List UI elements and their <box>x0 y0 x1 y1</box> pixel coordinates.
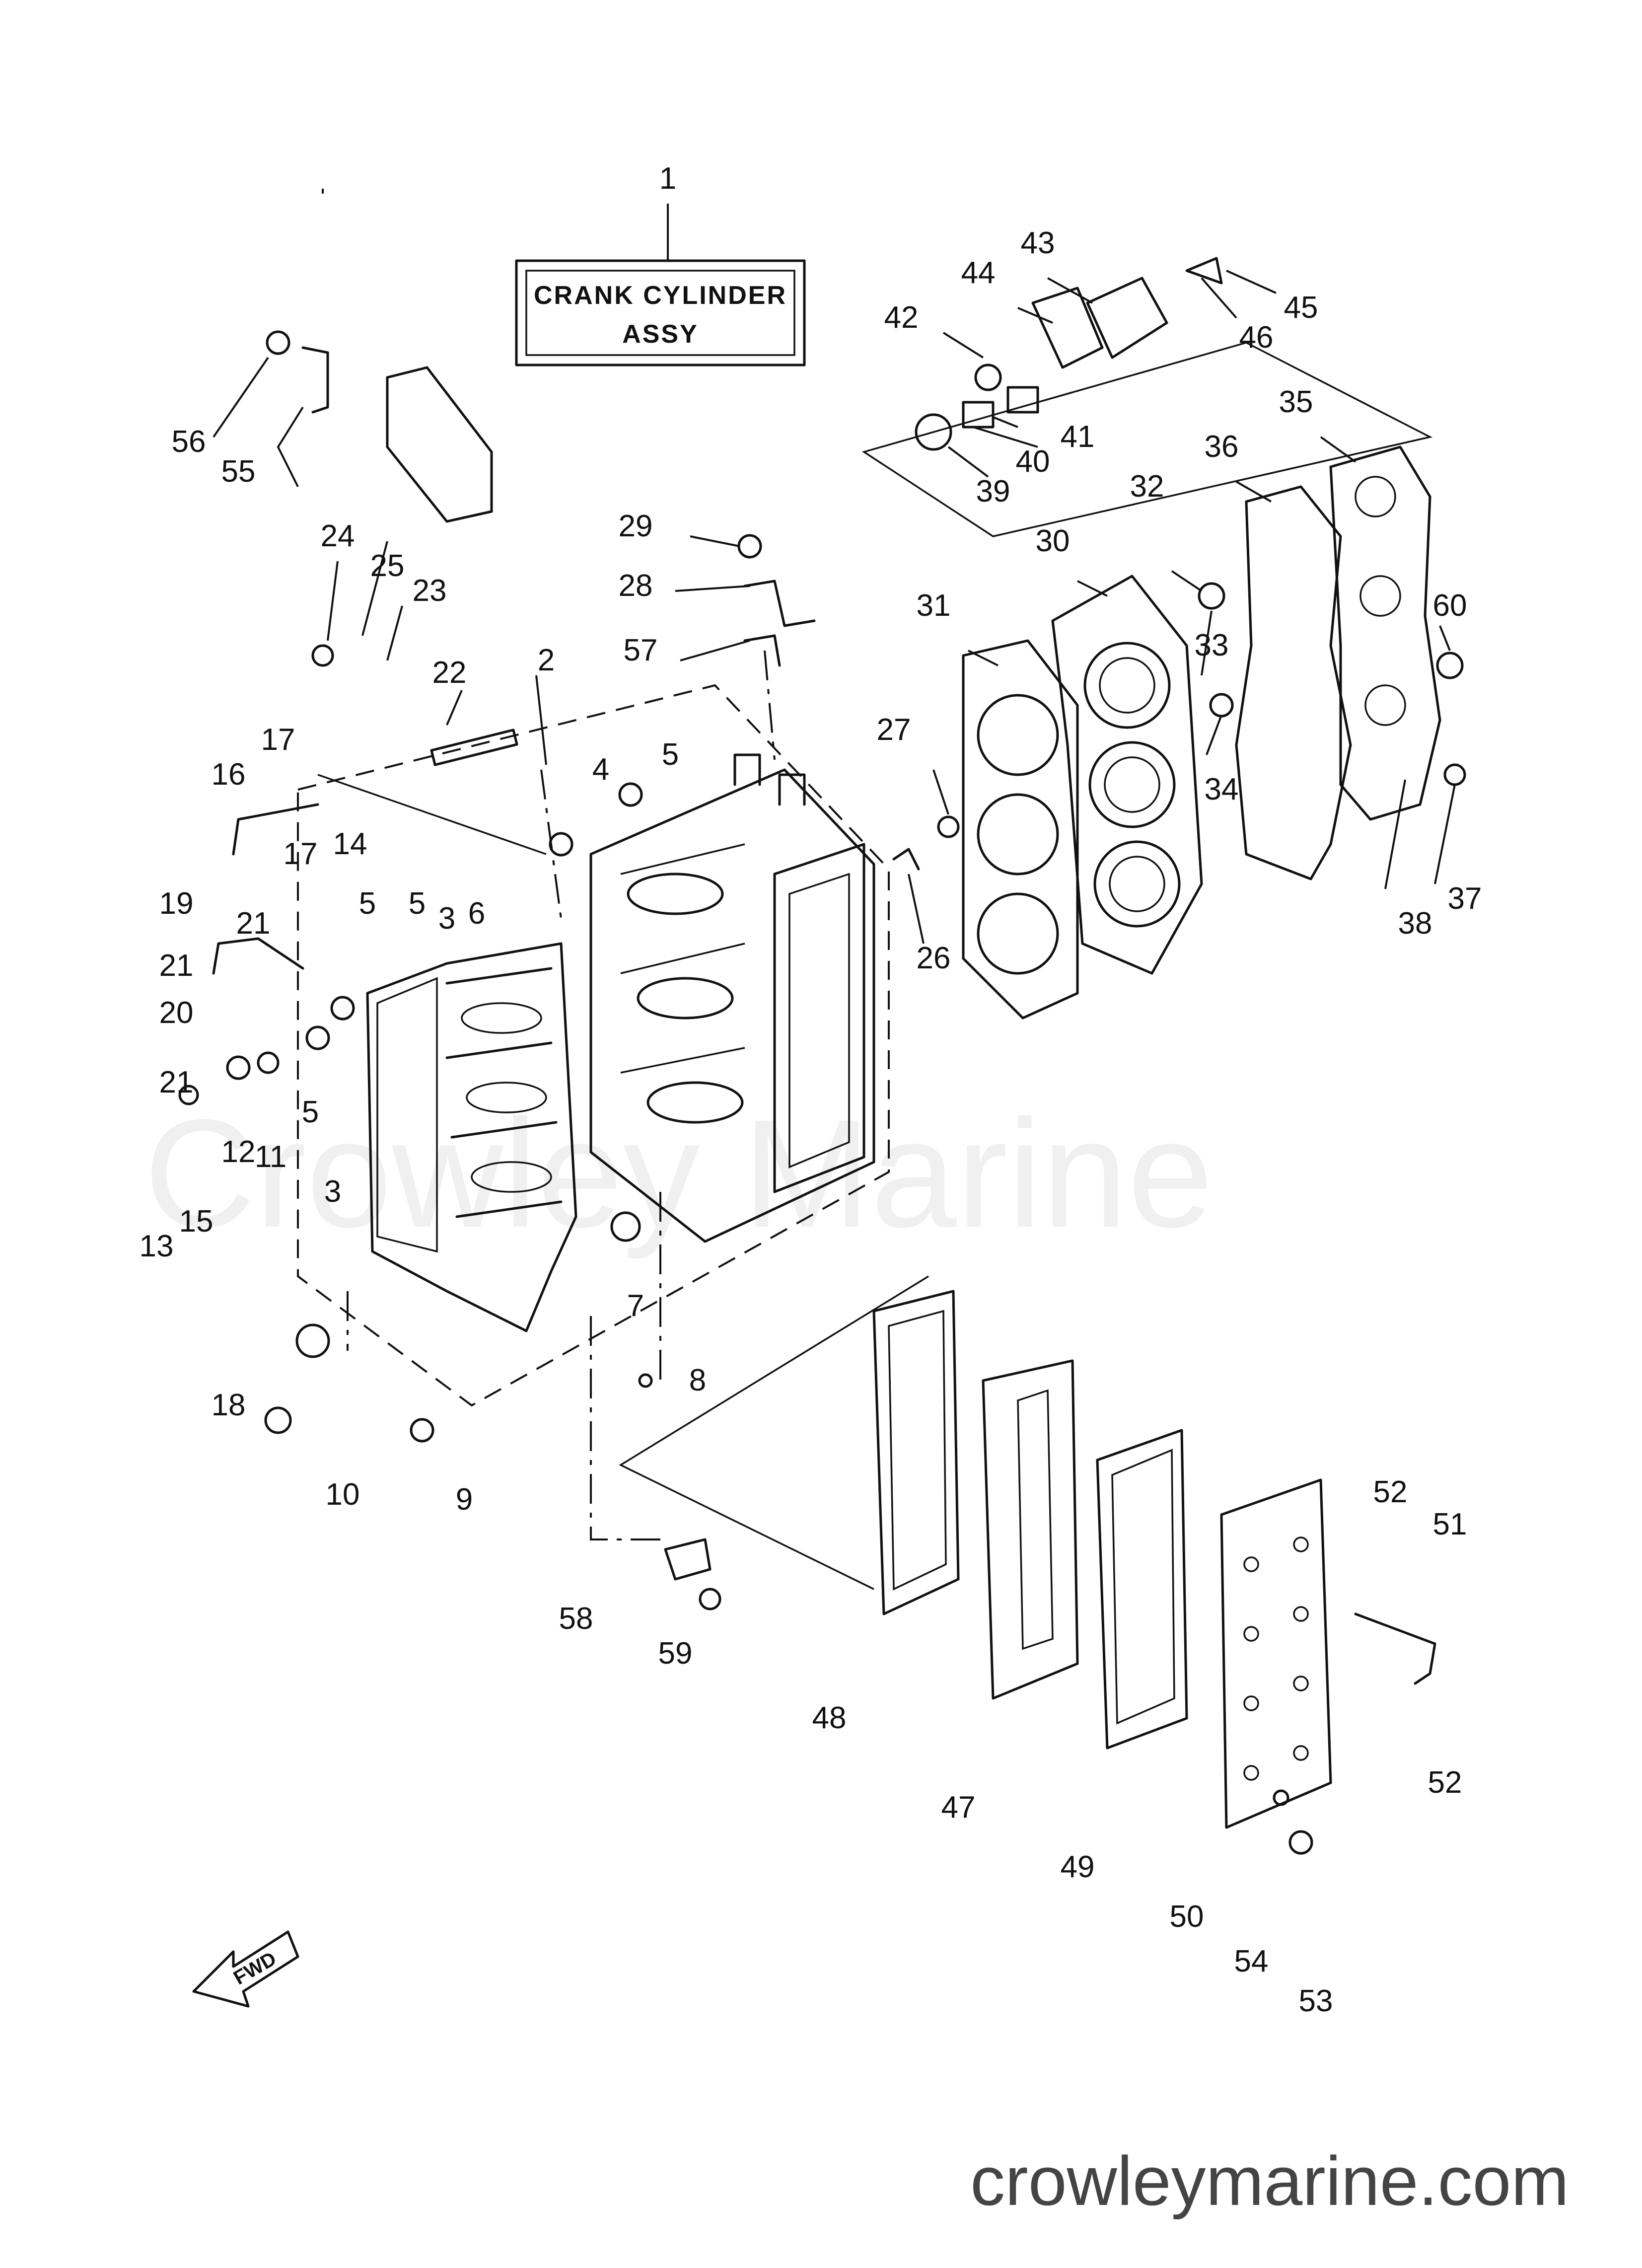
callout-11: 11 <box>255 1140 286 1174</box>
callout-17b: 17 <box>284 837 318 871</box>
callout-52a: 52 <box>1373 1475 1408 1509</box>
callout-43: 43 <box>1021 226 1055 260</box>
callout-48: 48 <box>812 1701 847 1735</box>
callout-16: 16 <box>212 757 246 792</box>
callout-32: 32 <box>1130 469 1164 504</box>
callout-22: 22 <box>432 656 467 690</box>
callout-44: 44 <box>961 256 996 290</box>
callout-12: 12 <box>221 1135 256 1169</box>
callout-54: 54 <box>1234 1944 1269 1978</box>
mounting-bracket <box>266 330 493 523</box>
callout-38: 38 <box>1398 906 1432 941</box>
callout-59: 59 <box>658 1636 693 1671</box>
assembly-label-box: CRANK CYLINDER ASSY <box>515 204 806 366</box>
cylinder-head <box>1051 575 1203 975</box>
callout-10: 10 <box>326 1477 360 1512</box>
callout-58: 58 <box>559 1602 593 1636</box>
callout-36: 36 <box>1205 430 1239 464</box>
callout-60: 60 <box>1433 588 1467 623</box>
hose-left-lower <box>212 937 304 975</box>
callout-49: 49 <box>1061 1850 1095 1884</box>
callout-45: 45 <box>1284 291 1318 325</box>
callout-3a: 3 <box>438 901 455 936</box>
callout-17a: 17 <box>261 723 295 757</box>
callout-4: 4 <box>592 752 609 787</box>
callout-21b: 21 <box>159 949 194 983</box>
callout-19: 19 <box>159 886 194 921</box>
assembly-title-line1: CRANK CYLINDER <box>534 281 787 310</box>
callout-56: 56 <box>172 425 206 459</box>
thermostat-group <box>861 257 1433 537</box>
callout-24: 24 <box>321 519 355 553</box>
callout-29: 29 <box>619 509 653 543</box>
crankcase <box>366 942 577 1332</box>
callout-37: 37 <box>1448 881 1482 916</box>
cylinder-head-cover <box>1329 445 1441 821</box>
hose-left-upper <box>232 803 319 856</box>
callout-39: 39 <box>976 474 1010 509</box>
callout-1: 1 <box>659 161 676 196</box>
watermark-text: Crowley Marine <box>144 1087 1213 1260</box>
exhaust-outer-gasket <box>1096 1429 1188 1750</box>
callout-42: 42 <box>884 300 919 335</box>
callout-8: 8 <box>689 1363 706 1397</box>
callout-3b: 3 <box>324 1174 341 1209</box>
callout-23: 23 <box>413 574 447 608</box>
callout-labels: 1 2 3 3 4 5 5 5 5 6 7 8 9 10 11 12 13 15… <box>140 161 1482 2018</box>
callout-5c: 5 <box>409 886 426 921</box>
callout-31: 31 <box>917 588 951 623</box>
callout-33: 33 <box>1195 628 1229 662</box>
callout-25: 25 <box>370 549 405 583</box>
callout-40: 40 <box>1016 444 1050 479</box>
crankcase-assembly-outline <box>297 684 890 1407</box>
callout-34: 34 <box>1205 772 1239 806</box>
exhaust-inner-gasket <box>872 1290 960 1615</box>
callout-28: 28 <box>619 569 653 603</box>
footer-site-url: crowleymarine.com <box>970 2142 1569 2220</box>
callout-15: 15 <box>179 1204 214 1239</box>
callout-18: 18 <box>212 1388 246 1422</box>
connection-lines <box>317 650 929 1590</box>
head-cover-gasket <box>1235 485 1352 880</box>
callout-13: 13 <box>140 1229 174 1263</box>
callout-53: 53 <box>1299 1984 1333 2018</box>
callout-5d: 5 <box>302 1095 319 1129</box>
callout-9: 9 <box>456 1482 473 1517</box>
callout-35: 35 <box>1279 385 1313 419</box>
forward-direction-arrow: FWD <box>192 1930 299 2008</box>
callout-21a: 21 <box>236 906 271 941</box>
exhaust-inner-cover <box>982 1359 1079 1700</box>
exhaust-outer-cover <box>1220 1478 1332 1829</box>
callout-20: 20 <box>159 996 194 1030</box>
callout-47: 47 <box>941 1790 976 1825</box>
callout-41: 41 <box>1061 420 1095 454</box>
callout-14: 14 <box>333 827 367 861</box>
assembly-title-line2: ASSY <box>622 320 699 349</box>
callout-52b: 52 <box>1428 1765 1462 1800</box>
callout-5b: 5 <box>359 886 376 921</box>
hose-right <box>1354 1612 1436 1685</box>
callout-6: 6 <box>468 896 485 931</box>
head-gasket <box>962 639 1079 1020</box>
callout-50: 50 <box>1170 1900 1204 1934</box>
callout-55: 55 <box>221 454 256 489</box>
callout-27: 27 <box>877 713 911 747</box>
callout-21c: 21 <box>159 1065 194 1099</box>
callout-5a: 5 <box>662 737 679 772</box>
callout-26: 26 <box>917 941 951 975</box>
cylinder-block <box>589 753 875 1243</box>
callout-46: 46 <box>1239 320 1274 355</box>
callout-57: 57 <box>624 633 658 667</box>
callout-30: 30 <box>1036 524 1070 558</box>
callout-2: 2 <box>538 643 555 677</box>
callout-51: 51 <box>1433 1507 1467 1541</box>
callout-7: 7 <box>627 1289 644 1323</box>
callout-leaders <box>213 189 1456 944</box>
